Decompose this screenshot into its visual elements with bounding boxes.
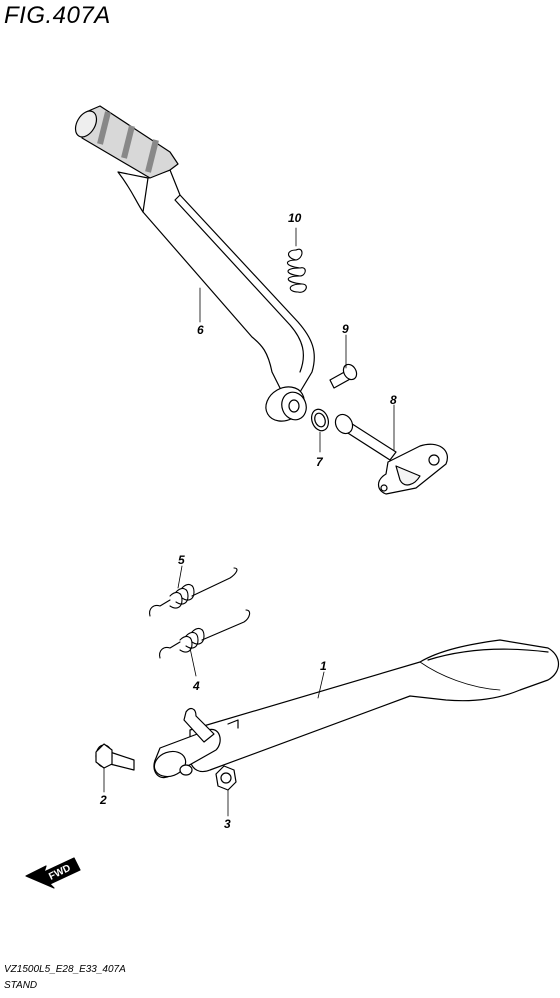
part-number-7: 7 <box>316 455 324 469</box>
side-stand-drawing <box>153 639 560 779</box>
part-number-8: 8 <box>390 393 397 407</box>
part-number-4: 4 <box>192 679 200 693</box>
washer-drawing <box>310 408 330 432</box>
part-number-5: 5 <box>178 553 185 567</box>
return-spring-drawing <box>286 248 307 293</box>
stand-spring-lower-drawing <box>159 609 251 659</box>
part-number-3: 3 <box>224 817 231 831</box>
part-number-2: 2 <box>99 793 107 807</box>
stand-spring-upper-drawing <box>149 567 238 617</box>
bolt-drawing <box>329 363 358 389</box>
model-code: VZ1500L5_E28_E33_407A <box>4 964 126 975</box>
pivot-bolt-drawing <box>95 743 135 771</box>
part-number-10: 10 <box>288 211 302 225</box>
group-name: STAND <box>4 980 38 991</box>
figure-title: FIG.407A <box>4 2 111 29</box>
gear-shift-lever-drawing <box>74 105 315 422</box>
leader-lines <box>103 227 395 817</box>
fwd-arrow-icon <box>25 857 81 889</box>
part-number-1: 1 <box>320 659 327 673</box>
part-number-6: 6 <box>197 323 204 337</box>
nut-drawing <box>215 765 237 791</box>
part-number-9: 9 <box>342 322 349 336</box>
shaft-bracket-drawing <box>334 413 448 495</box>
